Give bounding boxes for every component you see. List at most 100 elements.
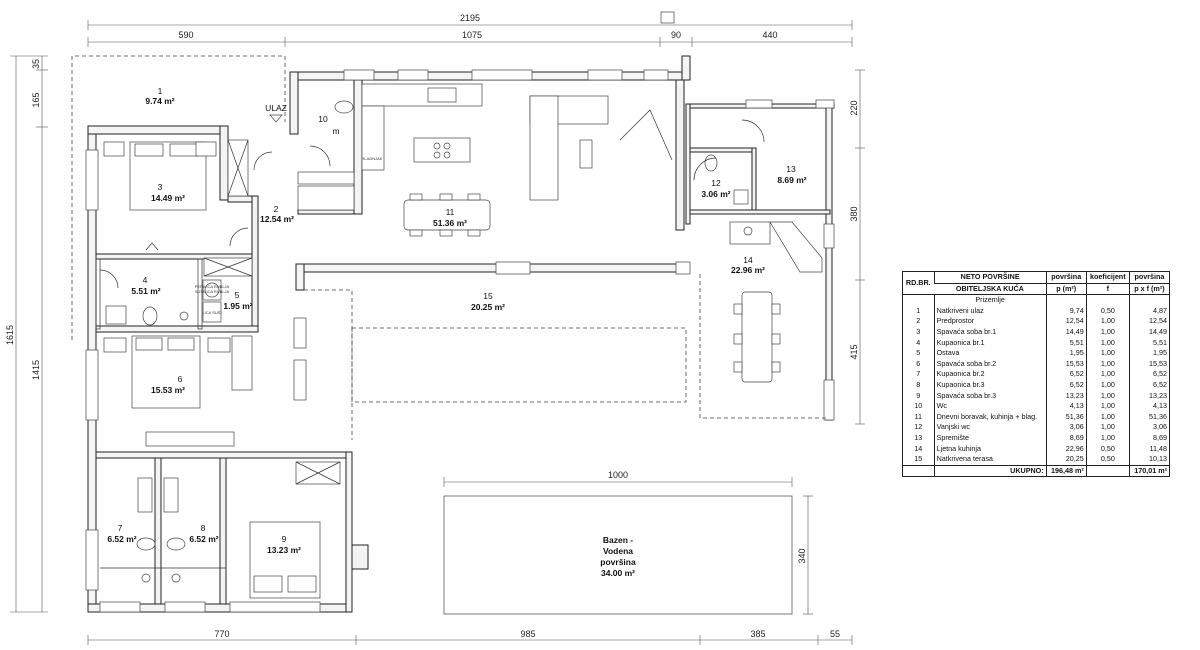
area-table: RD.BR. NETO POVRŠINE površina koeficijen…: [902, 271, 1170, 478]
washer-label: PERILICA RUBLJA: [195, 284, 230, 289]
table-cell-coef: 1,00: [1085, 422, 1130, 433]
table-unit-area: p (m²): [1045, 283, 1087, 296]
covered-terrace: 15 20.25 m²: [304, 289, 687, 440]
living-kitchen: HLADNJAK 11 51.36 m²: [362, 83, 673, 237]
bathrooms-2-3: 7 6.52 m² 8 6.52 m²: [100, 477, 226, 583]
table-cell-area: 20,25: [1045, 454, 1087, 466]
right-dimensions: 220 380 415: [849, 69, 865, 425]
table-cell-no: 4: [916, 337, 921, 347]
table-header-total: površina: [1128, 272, 1169, 284]
table-cell-weighted: 11,48: [1128, 443, 1169, 455]
table-cell-name: Spavaća soba br.2: [933, 358, 1047, 370]
room-9-number: 9: [282, 534, 287, 544]
table-cell-weighted: 8,69: [1128, 432, 1169, 444]
table-cell-coef: 1,00: [1085, 390, 1130, 402]
pool-label-1: Bazen -: [603, 535, 633, 545]
table-cell-name: Dnevni boravak, kuhinja + blag.: [933, 411, 1047, 423]
table-cell-no: 3: [916, 326, 921, 336]
table-cell-area: 9,74: [1045, 305, 1087, 317]
room-13-area: 8.69 m²: [777, 175, 806, 185]
room-3-number: 3: [158, 182, 163, 192]
room-9-area: 13.23 m²: [267, 545, 301, 555]
table-cell-no: 8: [916, 379, 921, 389]
table-cell-name: Natkriveni ulaz: [933, 305, 1047, 317]
table-cell-coef: 1,00: [1085, 401, 1130, 412]
table-cell-name: Ostava: [933, 348, 1047, 359]
table-cell-weighted: 10,13: [1128, 454, 1169, 466]
dim-left-inner: 1415: [31, 360, 41, 380]
room-13-number: 13: [786, 164, 796, 174]
room-10-number: 10: [318, 114, 328, 124]
table-cell-area: 13,23: [1045, 390, 1087, 402]
table-cell-area: 14,49: [1045, 326, 1087, 338]
table-cell-area: 12,54: [1045, 316, 1087, 327]
table-cell-no: 5: [916, 348, 921, 358]
table-cell-weighted: 15,53: [1128, 358, 1169, 370]
room-6-number: 6: [178, 374, 183, 384]
top-dimensions: 2195 590 1075 90 440: [87, 11, 853, 47]
table-cell-coef: 1,00: [1085, 337, 1130, 349]
annex: 12 3.06 m² 13 8.69 m² 14 22.96 m²: [685, 99, 835, 421]
table-cell-area: 4,13: [1045, 401, 1087, 412]
left-dimensions: 1615 1415 35 165: [5, 55, 48, 613]
room-5-number: 5: [235, 290, 240, 300]
table-cell-no: 14: [914, 443, 923, 453]
table-cell-name: Spremište: [933, 432, 1047, 444]
room-1-area: 9.74 m²: [145, 96, 174, 106]
pool-label-2: Vodena: [603, 546, 633, 556]
bottom-dimensions: 770 985 385 55: [87, 629, 853, 645]
table-cell-name: Ljetna kuhinja: [933, 443, 1047, 455]
table-floor: Prizemlje: [933, 294, 1047, 306]
dim-top-total: 2195: [460, 13, 480, 23]
table-cell-name: Wc: [933, 401, 1047, 412]
table-cell-weighted: 5,51: [1128, 337, 1169, 349]
room-2-number: 2: [274, 204, 279, 214]
pool: 1000 340 Bazen - Vodena površina 34.00 m…: [443, 470, 813, 615]
table-cell-no: 10: [914, 401, 923, 411]
table-cell-area: 5,51: [1045, 337, 1087, 349]
room-2-area: 12.54 m²: [260, 214, 294, 224]
room-15-area: 20.25 m²: [471, 302, 505, 312]
table-cell-area: 22,96: [1045, 443, 1087, 455]
table-cell-coef: 1,00: [1085, 358, 1130, 370]
table-cell-name: Spavaća soba br.3: [933, 390, 1047, 402]
table-cell-weighted: 3,06: [1128, 422, 1169, 433]
table-cell-weighted: 14,49: [1128, 326, 1169, 338]
bedroom-1: 3 14.49 m²: [103, 139, 249, 251]
room-11-number: 11: [446, 207, 455, 217]
dim-right-c: 415: [849, 344, 859, 359]
table-cell-weighted: 6,52: [1128, 379, 1169, 391]
room-3-area: 14.49 m²: [151, 193, 185, 203]
table-cell-coef: 1,00: [1085, 348, 1130, 359]
table-cell-coef: 1,00: [1085, 316, 1130, 327]
table-cell-coef: 0,50: [1085, 443, 1130, 455]
dim-left-outer: 1615: [5, 325, 15, 345]
covered-entrance: 1 9.74 m² ULAZ: [71, 55, 287, 340]
room-12-number: 12: [711, 178, 721, 188]
table-unit-coef: f: [1085, 283, 1130, 296]
table-cell-no: 1: [916, 305, 921, 315]
table-cell-weighted: 1,95: [1128, 348, 1169, 359]
room-5-area: 1.95 m²: [223, 301, 252, 311]
table-cell-weighted: 4,13: [1128, 401, 1169, 412]
table-cell-name: Kupaonica br.2: [933, 369, 1047, 380]
table-cell-weighted: 12,54: [1128, 316, 1169, 327]
dim-top-4: 440: [762, 30, 777, 40]
table-cell-name: Predprostor: [933, 316, 1047, 327]
chimney-symbol: [660, 11, 675, 24]
table-cell-coef: 0,50: [1085, 305, 1130, 317]
table-cell-no: 11: [914, 411, 923, 421]
entrance-arrow-icon: [269, 114, 283, 123]
room-6-area: 15.53 m²: [151, 385, 185, 395]
table-cell-name: Natkrivena terasa: [933, 454, 1047, 466]
pool-label-3: površina: [600, 557, 636, 567]
